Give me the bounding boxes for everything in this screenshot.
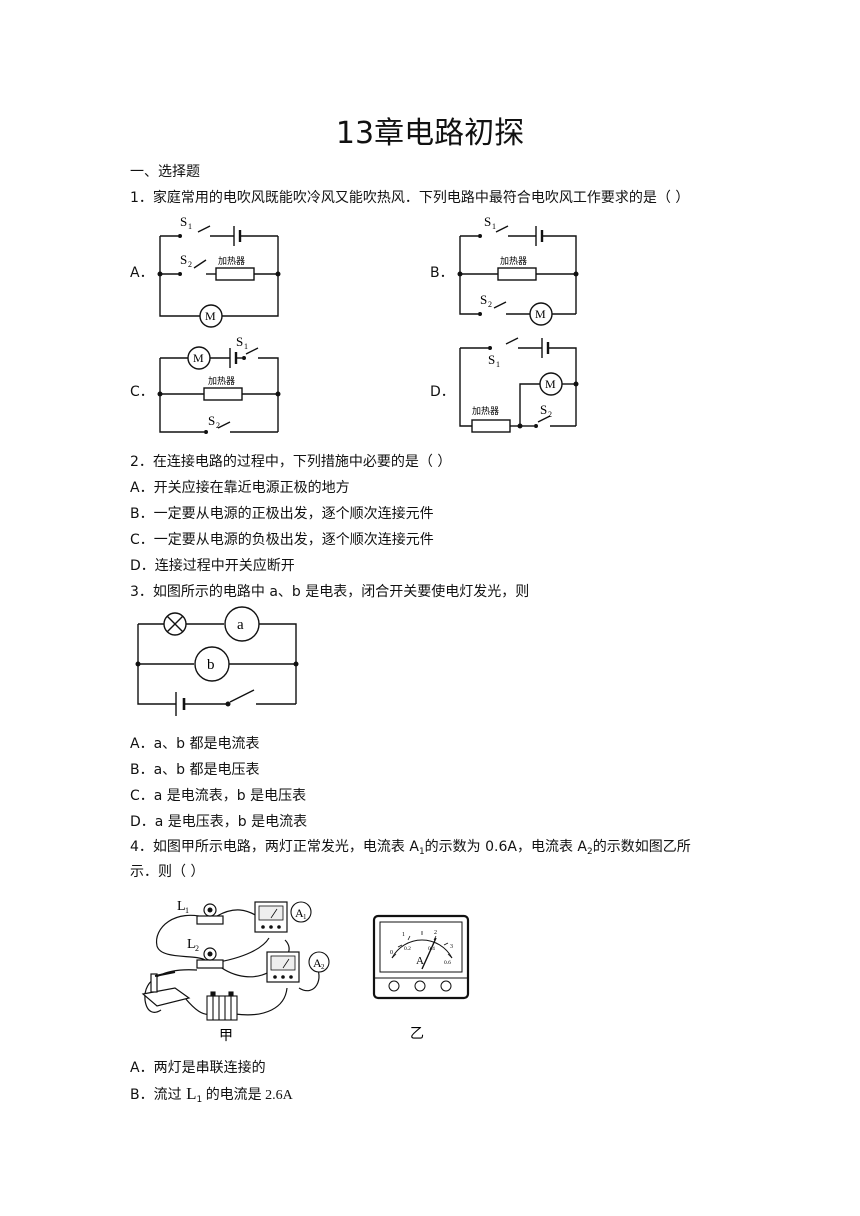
q4-stem-line2: 示．则（ ） bbox=[130, 864, 205, 880]
s2-sub: 2 bbox=[188, 260, 192, 269]
lamp-l2 bbox=[196, 947, 224, 969]
s1-sub: 1 bbox=[492, 222, 496, 231]
dial-scale-2: 2 bbox=[434, 930, 437, 936]
s2-label: S bbox=[540, 402, 547, 417]
fig-jia-label: 甲 bbox=[219, 1029, 233, 1044]
s2-sub: 2 bbox=[216, 421, 220, 430]
a1-label: A bbox=[295, 906, 304, 920]
q1-option-a-label: A． bbox=[130, 265, 154, 281]
s2-label: S bbox=[208, 413, 215, 428]
motor-label: M bbox=[535, 307, 546, 321]
s2-sub: 2 bbox=[548, 410, 552, 419]
motor-label: M bbox=[545, 377, 556, 391]
meter-b-label: b bbox=[207, 657, 215, 673]
a2-label: A bbox=[313, 956, 322, 970]
dial-unit: A bbox=[416, 955, 424, 967]
l2-sub: 2 bbox=[195, 944, 199, 953]
s1-sub: 1 bbox=[244, 342, 248, 351]
q1-circuit-a: S 1 S 2 加热器 M bbox=[157, 214, 281, 328]
meter-a-label: a bbox=[237, 617, 244, 633]
s2-label: S bbox=[480, 292, 487, 307]
s2-sub: 2 bbox=[488, 300, 492, 309]
dial-scale-0: 0 bbox=[390, 950, 393, 956]
s1-sub: 1 bbox=[188, 222, 192, 231]
q3-circuit: a b bbox=[135, 606, 299, 716]
a1-sub: 1 bbox=[303, 913, 307, 921]
l1-label: L bbox=[177, 899, 186, 914]
l1-sub: 1 bbox=[185, 906, 189, 915]
q4-option-b: B．流过 L1 的电流是 2.6A bbox=[130, 1084, 293, 1105]
s1-label: S bbox=[488, 352, 495, 367]
s1-label: S bbox=[180, 214, 187, 229]
q4-option-a: A．两灯是串联连接的 bbox=[130, 1060, 266, 1076]
ammeter-a1 bbox=[254, 901, 312, 933]
heater-label: 加热器 bbox=[208, 375, 235, 386]
a2-sub: 2 bbox=[321, 963, 325, 971]
heater-label: 加热器 bbox=[472, 405, 499, 416]
q2-option-b: B．一定要从电源的正极出发，逐个顺次连接元件 bbox=[130, 506, 434, 522]
knife-switch bbox=[141, 971, 191, 1007]
s1-label: S bbox=[484, 214, 491, 229]
dial-scale-3: 3 bbox=[450, 944, 453, 950]
q4-figure-jia: L 1 L 2 A 1 A 2 bbox=[141, 899, 330, 1044]
s1-sub: 1 bbox=[496, 360, 500, 369]
motor-label: M bbox=[205, 309, 216, 323]
page-title: 13章电路初探 bbox=[335, 116, 525, 151]
q4-figure-yi: 0 1 2 3 0.2 0.4 0.6 A 乙 bbox=[372, 914, 470, 1042]
section-heading: 一、选择题 bbox=[130, 164, 200, 180]
l2-label: L bbox=[187, 937, 196, 952]
dial-scale-1: 1 bbox=[402, 932, 405, 938]
s2-label: S bbox=[180, 252, 187, 267]
dial-scale-06: 0.6 bbox=[444, 960, 451, 966]
q4-stem-line1: 4．如图甲所示电路，两灯正常发光，电流表 A1的示数为 0.6A，电流表 A2的… bbox=[130, 839, 691, 857]
q1-circuit-d: S 1 M 加热器 S 2 bbox=[459, 337, 579, 433]
q3-option-d: D．a 是电压表，b 是电流表 bbox=[130, 814, 308, 830]
q1-circuit-c: M S 1 加热器 S 2 bbox=[157, 334, 281, 434]
motor-label: M bbox=[193, 351, 204, 365]
q2-option-a: A．开关应接在靠近电源正极的地方 bbox=[130, 480, 350, 496]
q3-stem: 3．如图所示的电路中 a、b 是电表，闭合开关要使电灯发光，则 bbox=[130, 584, 530, 600]
heater-label: 加热器 bbox=[218, 255, 245, 266]
q1-option-b-label: B． bbox=[430, 265, 454, 281]
lamp-l1 bbox=[196, 903, 224, 925]
q1-option-c-label: C． bbox=[130, 384, 154, 400]
q1-stem: 1．家庭常用的电吹风既能吹冷风又能吹热风．下列电路中最符合电吹风工作要求的是（ … bbox=[130, 190, 690, 206]
q2-stem: 2．在连接电路的过程中，下列措施中必要的是（ ） bbox=[130, 454, 452, 470]
q3-option-c: C．a 是电流表，b 是电压表 bbox=[130, 788, 307, 804]
q1-circuit-b: S 1 S 2 加热器 M bbox=[457, 214, 579, 326]
dial-scale-04: 0.4 bbox=[428, 946, 435, 952]
fig-yi-label: 乙 bbox=[410, 1026, 424, 1042]
q3-option-b: B．a、b 都是电压表 bbox=[130, 762, 260, 778]
dial-scale-02: 0.2 bbox=[404, 946, 411, 952]
s1-label: S bbox=[236, 334, 243, 349]
ammeter-a2 bbox=[266, 951, 330, 983]
battery-pack bbox=[206, 991, 238, 1021]
heater-label: 加热器 bbox=[500, 255, 527, 266]
q1-option-d-label: D． bbox=[430, 384, 455, 400]
q2-option-d: D．连接过程中开关应断开 bbox=[130, 558, 295, 574]
q2-option-c: C．一定要从电源的负极出发，逐个顺次连接元件 bbox=[130, 532, 434, 548]
q3-option-a: A．a、b 都是电流表 bbox=[130, 736, 260, 752]
